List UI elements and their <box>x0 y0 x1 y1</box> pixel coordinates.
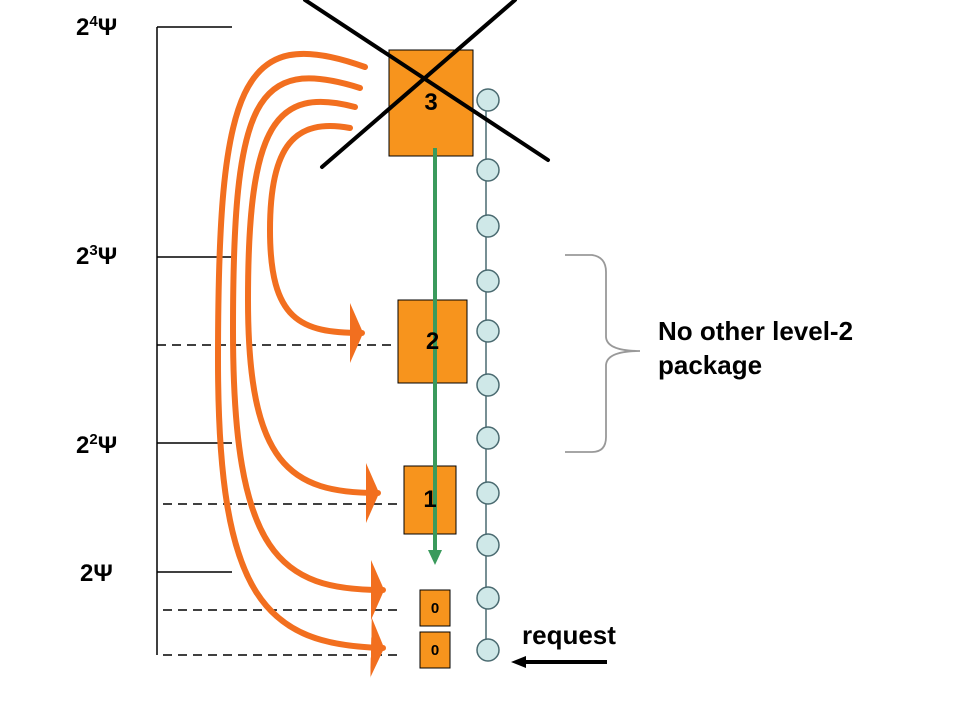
chain-node <box>476 638 500 662</box>
package-label-level-1: 1 <box>423 486 437 513</box>
package-label-level-0a: 0 <box>430 599 440 617</box>
package-label-level-0b: 0 <box>430 641 440 659</box>
chain-node <box>476 586 500 610</box>
request-label: request <box>522 620 616 650</box>
scale-label-2-2-psi: 22Ψ <box>76 431 118 459</box>
note-text: No other level-2 package <box>658 314 853 382</box>
arrow-to-level-2 <box>266 123 365 363</box>
arrow-to-level-0b <box>214 50 386 678</box>
arrow-to-level-1 <box>244 98 381 523</box>
package-box-level-2 <box>397 299 468 384</box>
request-arrow-head <box>511 656 526 668</box>
redirect-arrows <box>214 50 386 678</box>
chain-node <box>476 269 500 293</box>
scale-label-2-psi: 2Ψ <box>80 560 113 587</box>
arrow-to-level-0a <box>229 75 386 620</box>
chain-node <box>476 481 500 505</box>
package-box-level-1 <box>403 465 457 535</box>
chain-node <box>476 373 500 397</box>
chain-node <box>476 158 500 182</box>
package-label-level-2: 2 <box>425 327 440 355</box>
chain-node <box>476 533 500 557</box>
cross-out-mark <box>303 0 550 169</box>
scale-bracket <box>156 26 232 655</box>
scale-label-2-3-psi: 23Ψ <box>76 242 118 270</box>
brace <box>565 254 641 453</box>
note-line-1: No other level-2 <box>658 316 854 346</box>
chain-node <box>476 88 500 112</box>
note-line-2: package <box>658 350 763 380</box>
package-box-level-0b <box>419 631 451 669</box>
package-box-level-0a <box>419 589 451 627</box>
package-label-level-3: 3 <box>424 89 438 116</box>
scale-label-2-4-psi: 24Ψ <box>76 13 118 41</box>
chain-node <box>476 426 500 450</box>
chain-node <box>476 214 500 238</box>
node-chain <box>476 88 500 662</box>
level-dashed-lines <box>157 344 403 656</box>
chain-arrow-head <box>428 550 442 565</box>
chain-node <box>476 319 500 343</box>
